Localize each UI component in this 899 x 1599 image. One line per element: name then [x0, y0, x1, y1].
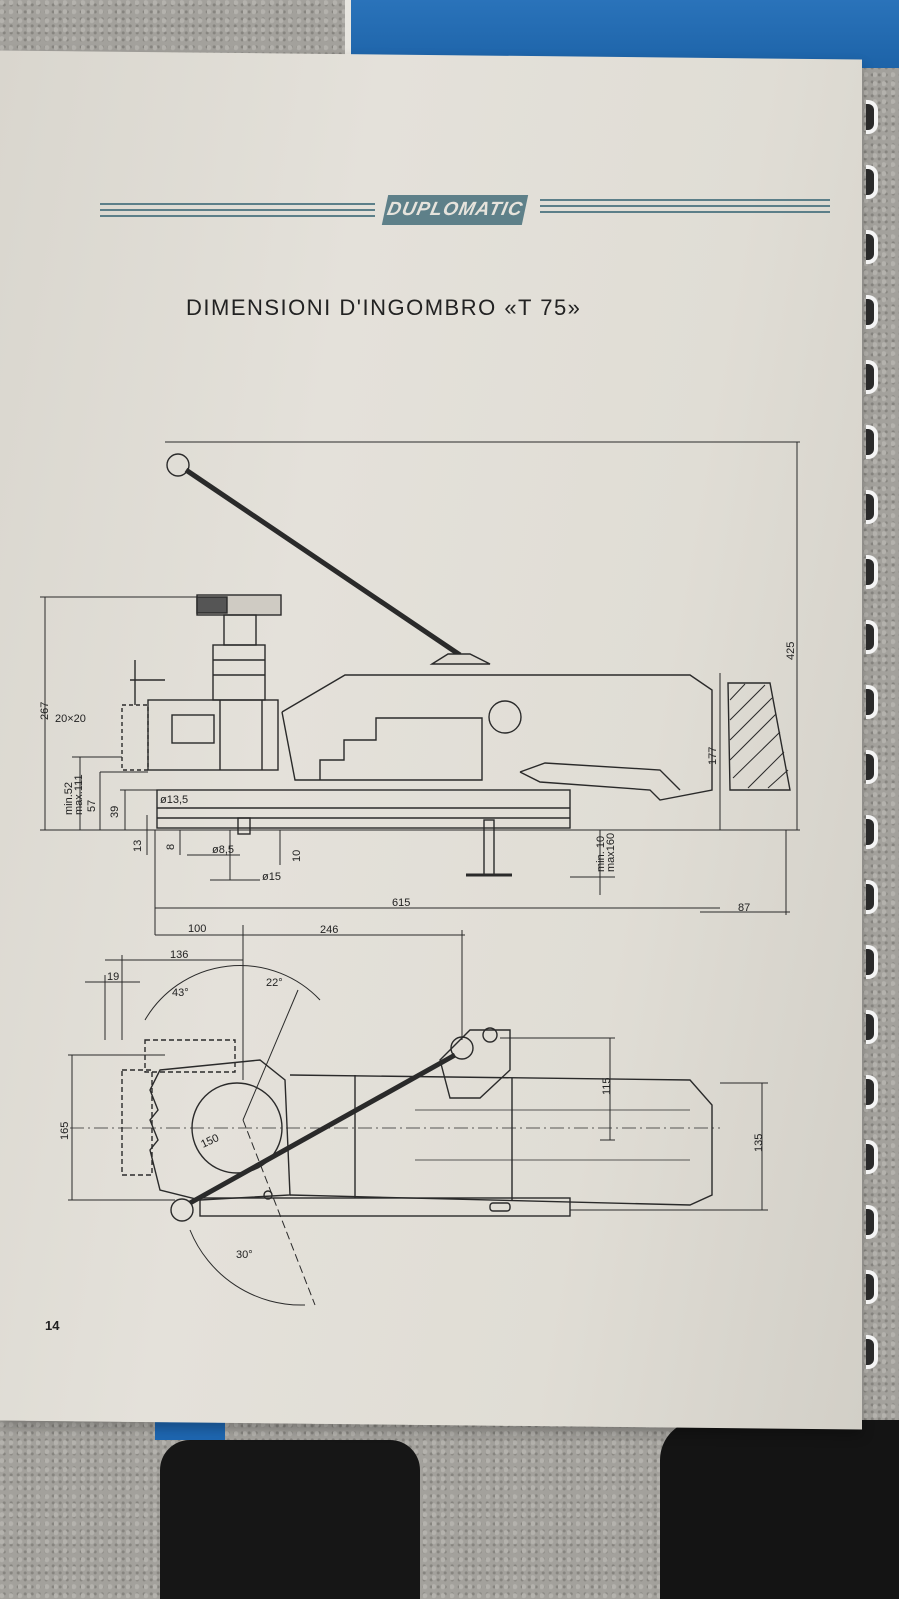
binding-ring [866, 100, 878, 134]
dim-20x20: 20×20 [55, 713, 86, 725]
lever-arm [184, 467, 462, 658]
top-base [199, 1197, 571, 1217]
page-number: 14 [45, 1318, 60, 1333]
binding-ring [866, 1205, 878, 1239]
binding-ring [866, 360, 878, 394]
dim-max160: max160 [605, 833, 617, 872]
dim-165: 165 [59, 1122, 71, 1140]
angle-30: 30° [236, 1249, 253, 1261]
angle-22: 22° [266, 977, 283, 989]
binding-ring [866, 1140, 878, 1174]
binding-ring [866, 425, 878, 459]
binding-ring [866, 165, 878, 199]
dim-267: 267 [39, 702, 51, 720]
binding-ring [866, 945, 878, 979]
turret-head [149, 1059, 291, 1201]
binding-ring [866, 1075, 878, 1109]
dim-phi13-5: ø13,5 [160, 794, 188, 806]
dim-87: 87 [738, 902, 750, 914]
dim-425: 425 [785, 642, 797, 660]
side-view [40, 441, 800, 935]
body-bore [488, 700, 522, 734]
base-slide [156, 789, 571, 829]
top-lever-knob [170, 1198, 194, 1222]
knurl-mark [196, 596, 228, 614]
top-view [68, 925, 768, 1306]
dim-phi15: ø15 [262, 871, 281, 883]
clamp-nut [212, 644, 266, 701]
hatched-section [727, 682, 791, 791]
tool-holder-block [147, 699, 279, 771]
lever-knob [166, 453, 190, 477]
dim-150: 150 [199, 1132, 221, 1151]
brand-header: DUPLOMATIC [100, 193, 830, 233]
dark-cloth-left [160, 1440, 420, 1599]
dim-246: 246 [320, 924, 338, 936]
binding-ring [866, 1270, 878, 1304]
angle-43: 43° [172, 987, 189, 999]
dim-115: 115 [601, 1077, 613, 1095]
dim-136: 136 [170, 949, 188, 961]
binding-ring [866, 750, 878, 784]
binding-ring [866, 620, 878, 654]
dim-phi8-5: ø8,5 [212, 844, 234, 856]
binding-ring [866, 815, 878, 849]
binding-ring [866, 295, 878, 329]
top-lever-pivot [450, 1036, 474, 1060]
top-clamp [439, 1029, 511, 1099]
top-body [289, 1074, 713, 1206]
dim-100: 100 [188, 923, 206, 935]
dim-max111: max.111 [73, 774, 85, 815]
dim-min10: min. 10 [595, 836, 607, 872]
dim-10: 10 [291, 850, 303, 862]
dim-177: 177 [707, 747, 719, 765]
binding-ring [866, 1010, 878, 1044]
dim-615: 615 [392, 897, 410, 909]
dim-19: 19 [107, 971, 119, 983]
header-rule-right [540, 199, 830, 217]
dim-13: 13 [132, 840, 144, 852]
dim-min52: min.52 [63, 782, 75, 815]
header-rule-left [100, 203, 375, 221]
lever-pivot [429, 653, 491, 665]
binding-ring [866, 1335, 878, 1369]
dim-57: 57 [86, 800, 98, 812]
dim-135: 135 [753, 1134, 765, 1152]
binding-ring [866, 230, 878, 264]
turret-body [281, 674, 713, 801]
binding-ring [866, 880, 878, 914]
binding-ring [866, 490, 878, 524]
dark-cloth-right [660, 1420, 899, 1599]
page-title: DIMENSIONI D'INGOMBRO «T 75» [186, 295, 582, 320]
binding-ring [866, 685, 878, 719]
dim-8: 8 [165, 844, 177, 850]
clamp-spindle [223, 614, 257, 646]
dim-39: 39 [109, 806, 121, 818]
binding-ring [866, 555, 878, 589]
